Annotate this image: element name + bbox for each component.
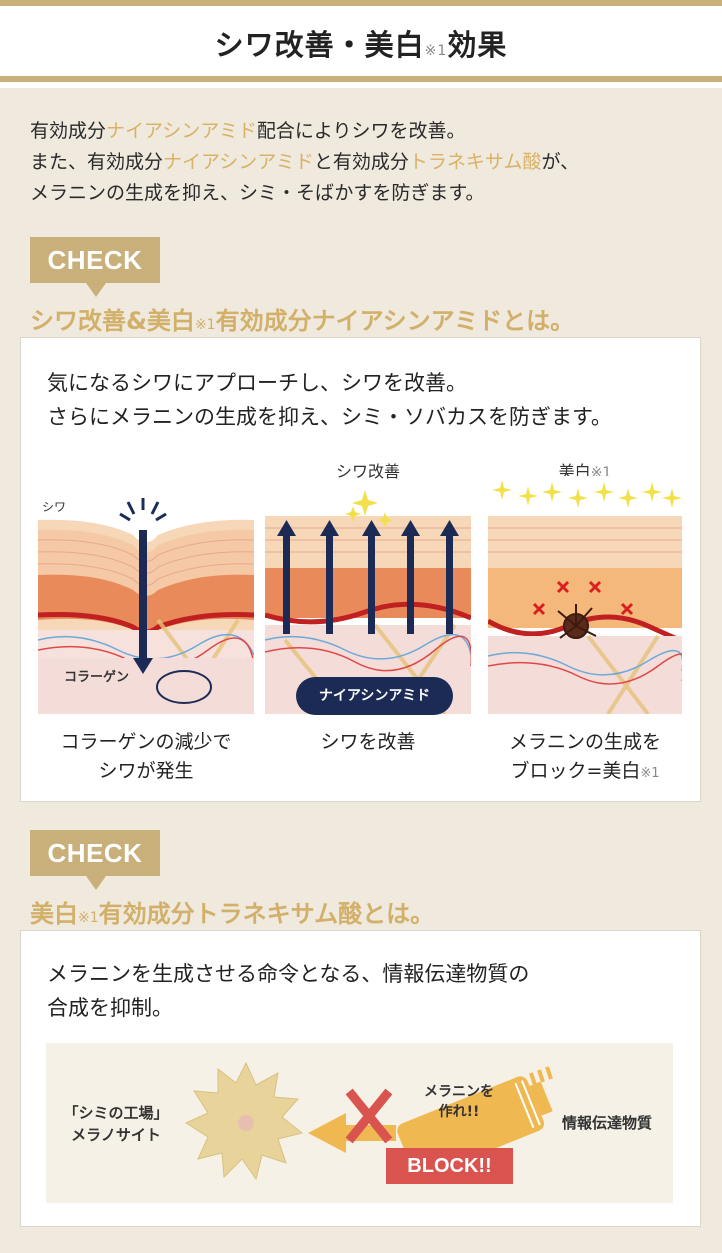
panel2-top-label: シワ改善 xyxy=(335,462,400,481)
panel2-caption: シワを改善 xyxy=(320,731,416,753)
wrinkle-improve-illustration xyxy=(265,490,471,714)
header-top-rule xyxy=(0,0,722,6)
messenger-label: 情報伝達物質 xyxy=(561,1114,652,1132)
section2-title: 美白※1有効成分トラネキサム酸とは。 xyxy=(30,900,435,928)
panel3-caption: メラニンの生成を ブロック=美白※1 xyxy=(508,731,661,782)
check-badge-2: CHECK xyxy=(30,830,160,890)
header-bottom-rule xyxy=(0,76,722,82)
melanocyte-label: 「シミの工場」 メラノサイト xyxy=(63,1104,169,1144)
block-badge: BLOCK!! xyxy=(386,1148,513,1184)
collagen-label: コラーゲン xyxy=(64,670,130,685)
wrinkle-skin-illustration xyxy=(38,490,254,714)
page-title: シワ改善・美白※1効果 xyxy=(214,28,508,62)
page-header: シワ改善・美白※1効果 xyxy=(0,0,722,88)
tranexamic-diagram xyxy=(46,1043,673,1203)
wrinkle-label: シワ xyxy=(42,500,67,514)
intro-text: 有効成分ナイアシンアミド配合によりシワを改善。 また、有効成分ナイアシンアミドと… xyxy=(30,120,580,204)
tube-label: メラニンを 作れ!! xyxy=(424,1084,494,1120)
melanin-block-illustration xyxy=(488,476,682,714)
section1-lead: 気になるシワにアプローチし、シワを改善。 さらにメラニンの生成を抑え、シミ・ソバ… xyxy=(47,371,612,429)
section2-lead: メラニンを生成させる命令となる、情報伝達物質の 合成を抑制。 xyxy=(47,962,530,1020)
niacinamide-pill: ナイアシンアミド xyxy=(296,677,453,715)
check-badge-1: CHECK xyxy=(30,237,160,297)
panel1-caption: コラーゲンの減少で シワが発生 xyxy=(60,731,232,782)
section1-title: シワ改善&美白※1有効成分ナイアシンアミドとは。 xyxy=(30,307,575,335)
